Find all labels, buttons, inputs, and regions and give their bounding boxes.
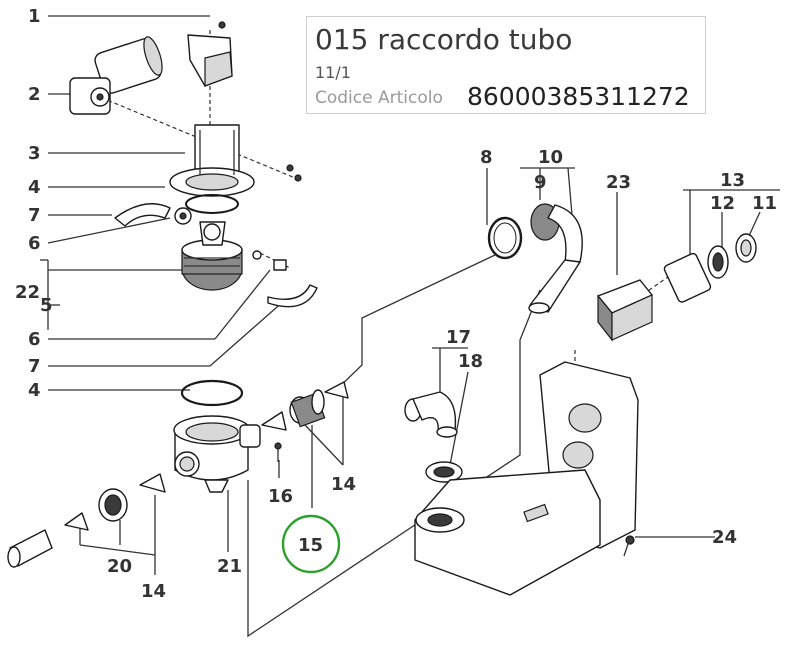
callout-6-top: 6 xyxy=(28,233,41,254)
callout-8: 8 xyxy=(480,147,493,168)
callout-labels: 1 2 3 4 7 6 22 5 6 7 4 8 10 9 23 13 12 1… xyxy=(15,6,777,602)
part-5-impeller xyxy=(181,221,243,291)
part-2-motor xyxy=(69,36,163,115)
part-6-nut-top xyxy=(174,207,192,225)
leader-lines xyxy=(40,15,780,638)
part-title: 015 raccordo tubo xyxy=(315,23,573,56)
callout-11: 11 xyxy=(752,193,777,214)
part-info-box: 015 raccordo tubo 11/1 Codice Articolo 8… xyxy=(306,16,706,114)
part-7-clamp-right xyxy=(267,284,318,308)
callout-14-left: 14 xyxy=(141,581,166,602)
callout-6-bottom: 6 xyxy=(28,329,41,350)
part-1-cover xyxy=(187,21,233,87)
callout-20: 20 xyxy=(107,556,132,577)
part-10-elbow xyxy=(528,203,583,314)
callout-7-bottom: 7 xyxy=(28,356,41,377)
part-13-connector xyxy=(663,233,757,303)
part-17-elbow-fitting xyxy=(404,391,458,438)
part-4-oring-top xyxy=(185,194,239,214)
callout-16: 16 xyxy=(268,486,293,507)
callout-13: 13 xyxy=(720,170,745,191)
part-14-valves xyxy=(64,381,349,531)
part-3-bracket xyxy=(169,124,302,197)
part-21-pump-body xyxy=(173,415,261,493)
callout-15: 15 xyxy=(298,535,323,556)
part-15-hose-fitting xyxy=(289,389,326,428)
highlighted-callout-15: 15 xyxy=(281,514,341,574)
article-code-value: 86000385311272 xyxy=(467,82,690,111)
callout-17: 17 xyxy=(446,327,471,348)
part-4-oring-bottom xyxy=(180,379,244,407)
callout-18: 18 xyxy=(458,351,483,372)
part-20-inlet xyxy=(7,488,128,568)
callout-4-top: 4 xyxy=(28,177,41,198)
callout-4-bottom: 4 xyxy=(28,380,41,401)
part-8-hose-clamp xyxy=(487,216,523,260)
tank xyxy=(414,361,639,596)
part-7-clamp-top xyxy=(114,203,171,227)
callout-14-right: 14 xyxy=(331,474,356,495)
part-16-screw xyxy=(274,442,282,462)
callout-3: 3 xyxy=(28,143,41,164)
part-23-filter xyxy=(597,279,653,342)
part-24-screw xyxy=(623,535,635,557)
part-subtitle: 11/1 xyxy=(315,63,351,82)
callout-7-top: 7 xyxy=(28,205,41,226)
callout-10: 10 xyxy=(538,147,563,168)
callout-5: 5 xyxy=(40,295,53,316)
callout-22: 22 xyxy=(15,282,40,303)
callout-21: 21 xyxy=(217,556,242,577)
part-6-bolt-right xyxy=(252,250,287,271)
callout-9: 9 xyxy=(534,172,547,193)
part-18-gasket xyxy=(425,461,463,483)
article-code-label: Codice Articolo xyxy=(315,88,443,108)
callout-24: 24 xyxy=(712,527,737,548)
callout-12: 12 xyxy=(710,193,735,214)
callout-1: 1 xyxy=(28,6,41,27)
callout-2: 2 xyxy=(28,84,41,105)
callout-23: 23 xyxy=(606,172,631,193)
